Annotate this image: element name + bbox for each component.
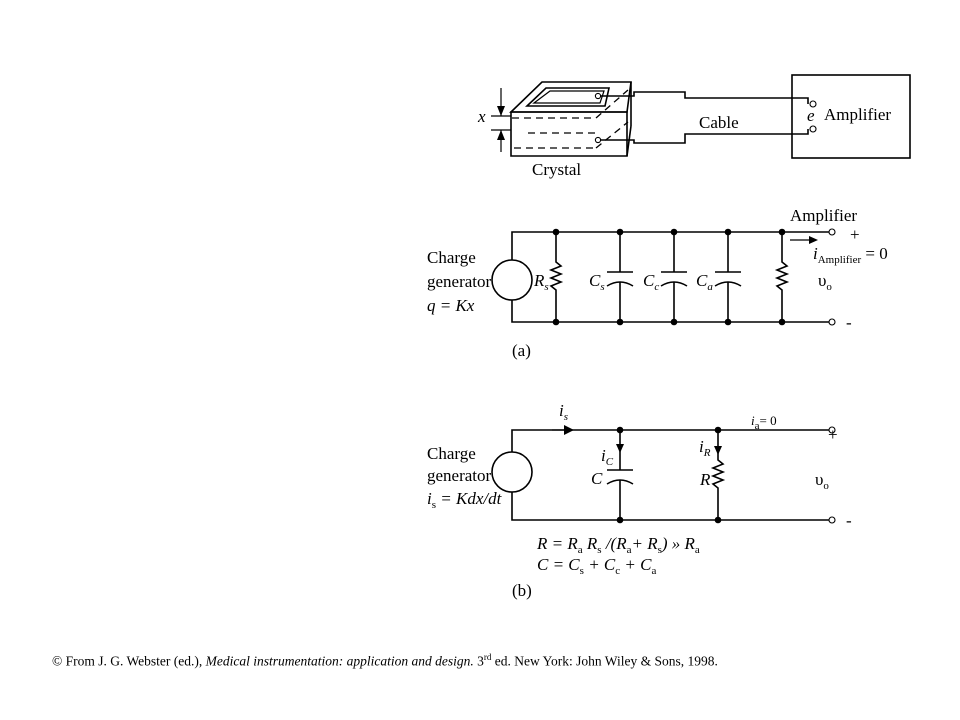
amplifier-label: Amplifier — [790, 206, 857, 225]
minus-sign: - — [846, 313, 852, 332]
generator-label-line1: Charge — [427, 444, 476, 463]
output-terminal-plus — [828, 426, 836, 434]
resistor-r — [710, 426, 726, 524]
crystal-setup: x Crystal Cable e Amplifier — [477, 74, 911, 179]
ia-label: ia= 0 — [751, 413, 777, 432]
generator-label-line3: is = Kdx/dt — [427, 489, 503, 511]
citation-prefix: © From J. G. Webster (ed.), — [52, 653, 206, 669]
e-label: e — [807, 106, 815, 125]
output-terminal-minus — [828, 318, 836, 326]
plus-sign: + — [828, 425, 838, 444]
citation-suffix: ed. New York: John Wiley & Sons, 1998. — [491, 653, 718, 669]
c-label: C — [591, 469, 603, 488]
ir-label: iR — [699, 437, 711, 459]
amplifier-box — [791, 74, 911, 159]
amplifier-input-terminal — [809, 125, 817, 133]
charge-generator-symbol — [491, 259, 533, 301]
minus-sign: - — [846, 511, 852, 530]
panel-label-b: (b) — [512, 581, 532, 600]
r-label: R — [699, 470, 711, 489]
cable-label: Cable — [699, 113, 739, 132]
capacitor-cc — [660, 228, 688, 326]
ic-arrow — [616, 444, 624, 453]
generator-label-line2: generator — [427, 466, 492, 485]
output-terminal-plus — [828, 228, 836, 236]
resistor-amplifier-input — [774, 228, 790, 326]
capacitor-ca — [714, 228, 742, 326]
ca-label: Ca — [696, 271, 713, 293]
output-voltage-label: υo — [818, 271, 832, 293]
citation: © From J. G. Webster (ed.), Medical inst… — [52, 652, 932, 670]
diagram-canvas: x Crystal Cable e Amplifier — [427, 74, 911, 600]
generator-label-line1: Charge — [427, 248, 476, 267]
crystal-bottom-terminal — [594, 136, 602, 144]
x-label: x — [477, 107, 486, 126]
capacitor-c — [606, 426, 634, 524]
resistor-rs — [548, 228, 564, 326]
citation-title: Medical instrumentation: application and… — [205, 653, 474, 669]
is-label: is — [559, 401, 568, 423]
output-terminal-minus — [828, 516, 836, 524]
ic-label: iC — [601, 446, 614, 468]
equation-r: R = Ra Rs /(Ra+ Rs) » Ra — [536, 534, 700, 556]
amplifier-current-label: iAmplifier = 0 — [813, 244, 888, 266]
generator-label-line3: q = Kx — [427, 296, 475, 315]
crystal-top-terminal — [594, 92, 602, 100]
cc-label: Cc — [643, 271, 659, 293]
output-voltage-label: υo — [815, 470, 829, 492]
equation-c: C = Cs + Cc + Ca — [537, 555, 656, 577]
cs-label: Cs — [589, 271, 605, 293]
capacitor-cs — [606, 228, 634, 326]
crystal-label: Crystal — [532, 160, 581, 179]
crystal — [509, 81, 632, 157]
generator-label-line2: generator — [427, 272, 492, 291]
circuit-a: Amplifier + - iAmplifier = 0 υo Charge g… — [427, 206, 888, 360]
amplifier-input-terminal — [809, 100, 817, 108]
x-dimension-marker — [491, 88, 511, 152]
citation-edition: 3 — [473, 653, 484, 669]
circuit-b: Charge generator is = Kdx/dt is iC C iR … — [427, 401, 852, 600]
panel-label-a: (a) — [512, 341, 531, 360]
ir-arrow — [714, 446, 722, 455]
citation-edition-suffix: rd — [483, 652, 492, 662]
charge-generator-symbol — [491, 451, 533, 493]
cable — [600, 91, 809, 144]
rs-label: Rs — [533, 271, 549, 293]
amplifier-label: Amplifier — [824, 105, 891, 124]
plus-sign: + — [850, 225, 860, 244]
